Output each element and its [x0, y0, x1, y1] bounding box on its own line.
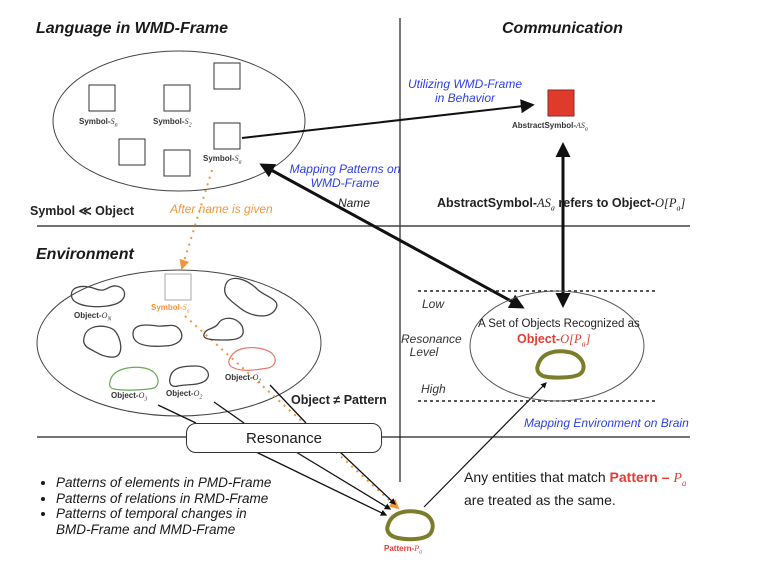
after-name-label: After name is given	[170, 202, 273, 216]
pattern-types-list: Patterns of elements in PMD-Frame Patter…	[42, 475, 271, 537]
object-label-2: Object-O2	[166, 389, 203, 401]
section-title-environment: Environment	[36, 246, 134, 263]
language-ellipse	[52, 50, 306, 192]
object-set-pattern-blob	[535, 349, 586, 380]
symbol-label-a: Symbol-Sa	[203, 154, 242, 166]
symbol-box	[213, 62, 241, 90]
object-label-3: Object-O3	[111, 391, 148, 403]
object-blob	[83, 325, 122, 358]
list-item: Patterns of temporal changes in	[56, 506, 271, 522]
env-symbol-label: Symbol-Sa	[151, 303, 190, 315]
symbol-label-2: Symbol-S2	[153, 117, 192, 129]
pattern-label: Pattern-Pa	[384, 544, 423, 556]
symbol-vs-object-label: Symbol ≪ Object	[30, 204, 135, 218]
resonance-to-pattern-arrow	[295, 451, 392, 510]
resonance-box: Resonance	[186, 423, 382, 453]
environment-ellipse	[36, 269, 322, 417]
after-name-dotted-arrow	[179, 169, 213, 270]
object-blob	[132, 324, 183, 347]
object-label-n: Object-ON	[74, 311, 112, 323]
object2-to-resonance-line	[213, 401, 245, 424]
symbol-box	[163, 149, 191, 177]
mapping-environment-label: Mapping Environment on Brain	[524, 416, 689, 430]
refers-to-label: AbstractSymbol-ASa refers to Object-O[Pa…	[437, 196, 686, 213]
abstract-symbol-label: AbstractSymbol-ASa	[512, 121, 588, 133]
list-item: Patterns of relations in RMD-Frame	[56, 491, 271, 507]
object-label-1: Object-O1	[225, 373, 262, 385]
resonance-to-pattern-arrow	[339, 451, 396, 505]
list-item: BMD-Frame and MMD-Frame	[56, 521, 236, 537]
level-low-label: Low	[422, 297, 445, 311]
object-blob-2	[169, 365, 210, 388]
pattern-to-object-set-arrow	[423, 382, 547, 508]
pattern-blob	[385, 509, 435, 542]
section-title-communication: Communication	[502, 20, 623, 37]
object-neq-pattern-label: Object ≠ Pattern	[291, 393, 387, 407]
env-symbol-box	[164, 273, 192, 301]
symbol-label-n: Symbol-Sn	[79, 117, 118, 129]
arrow-mapping-patterns	[259, 163, 525, 309]
object-blob-1	[228, 347, 276, 371]
symbol-to-pattern-dotted-arrow	[184, 315, 400, 510]
list-item: Patterns of elements in PMD-Frame	[56, 475, 271, 491]
object1-to-resonance-line	[269, 384, 307, 424]
object-set-ellipse	[469, 290, 645, 402]
name-label: Name	[338, 196, 371, 210]
object-blob-n	[70, 285, 126, 308]
object3-to-resonance-line	[157, 404, 197, 424]
level-high-label: High	[421, 382, 446, 396]
recognized-object-label: Object-O[Pa]	[517, 332, 591, 349]
resonance-label: Resonance	[246, 429, 322, 447]
object-blob-3	[109, 366, 159, 391]
symbol-box	[163, 84, 191, 112]
resonance-to-pattern-arrow	[255, 451, 388, 516]
symbol-box	[118, 138, 146, 166]
abstract-symbol-square	[547, 89, 575, 117]
object-blob	[203, 317, 244, 341]
section-title-language: Language in WMD-Frame	[36, 20, 229, 37]
arrow-utilizing-behavior	[241, 99, 535, 139]
symbol-box	[213, 122, 241, 150]
symbol-box	[88, 84, 116, 112]
object-blob	[224, 277, 278, 317]
pattern-description: Any entities that match Pattern – Pa are…	[464, 469, 687, 508]
recognized-set-label: A Set of Objects Recognized as	[478, 318, 640, 330]
